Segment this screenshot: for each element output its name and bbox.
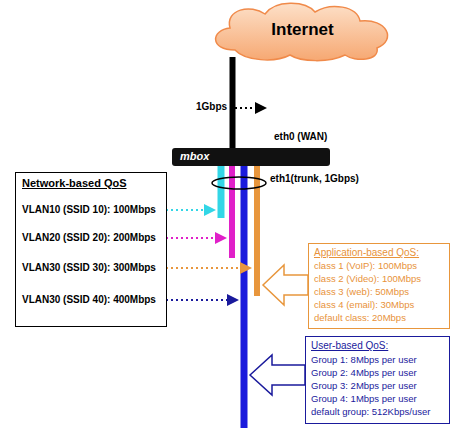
qos-box: User-based QoS: Group 1: 8Mbps per userGr…	[305, 336, 450, 424]
vlan10-pointer	[166, 209, 214, 211]
box-text: VLAN10 (SSID 10): 100Mbps	[22, 204, 156, 215]
box-text: Group 3: 2Mbps per user	[311, 380, 417, 391]
box-text: mbox	[180, 150, 209, 162]
box-text: class 1 (VoIP): 100Mbps	[314, 260, 417, 271]
port-label: eth1(trunk, 1Gbps)	[270, 173, 359, 184]
box-heading: Network-based QoS	[22, 177, 127, 189]
hollow-arrow	[250, 355, 305, 395]
cloud-node: Internet	[205, 0, 400, 62]
bandwidth-label: 1Gbps	[196, 101, 227, 112]
qos-box: Network-based QoS VLAN10 (SSID 10): 100Mb…	[15, 172, 167, 327]
box-text: VLAN20 (SSID 20): 200Mbps	[22, 232, 156, 243]
vlan30-cable	[254, 166, 260, 296]
box-text: class 3 (web): 50Mbps	[314, 286, 409, 297]
ssid40-pointer	[166, 299, 237, 301]
box-text: default group: 512Kbps/user	[311, 406, 430, 417]
port-label: eth0 (WAN)	[274, 131, 327, 142]
vlan20-pointer	[166, 237, 225, 239]
box-text: default class: 20Mbps	[314, 312, 406, 323]
wan-cable	[230, 57, 236, 148]
box-text: Group 2: 4Mbps per user	[311, 367, 417, 378]
box-text: class 2 (Video): 100Mbps	[314, 273, 421, 284]
hollow-arrow	[263, 265, 308, 305]
box-text: VLAN30 (SSID 30): 300Mbps	[22, 262, 156, 273]
ssid40-cable	[241, 166, 248, 428]
qos-box: Application-based QoS: class 1 (VoIP): 10…	[308, 243, 450, 329]
vlan30-pointer	[166, 267, 250, 269]
vlan20-cable	[229, 166, 235, 258]
box-text: Internet	[205, 20, 400, 40]
box-heading: Application-based QoS:	[314, 247, 419, 258]
box-text: Group 1: 8Mbps per user	[311, 354, 417, 365]
wan-pointer	[230, 107, 265, 109]
box-text: Group 4: 1Mbps per user	[311, 393, 417, 404]
box-heading: User-based QoS:	[311, 340, 388, 351]
router-device: mbox	[172, 148, 330, 166]
box-text: VLAN30 (SSID 40): 400Mbps	[22, 294, 156, 305]
box-text: class 4 (email): 30Mbps	[314, 299, 414, 310]
vlan10-cable	[218, 166, 225, 218]
trunk-ellipse	[212, 177, 266, 189]
